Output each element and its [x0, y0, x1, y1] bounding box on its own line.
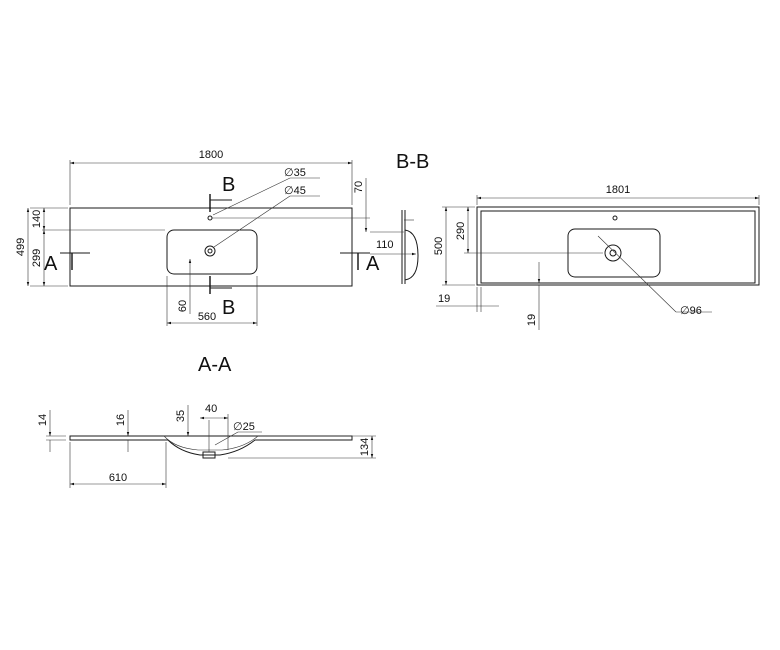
dim-14: 14 — [37, 414, 49, 426]
dim-560: 560 — [198, 311, 216, 323]
drain-circle — [204, 245, 216, 257]
section-b-bottom-label: B — [222, 297, 235, 319]
tap-hole — [207, 215, 213, 221]
aa-view: A-A 14 16 35 40 ∅25 610 1 — [37, 354, 376, 488]
section-a-right-label: A — [366, 253, 380, 275]
aa-profile-outline — [69, 435, 353, 456]
dim-134: 134 — [359, 438, 371, 456]
dim-500: 500 — [433, 237, 445, 255]
dim-19-horizontal: 19 — [438, 293, 450, 305]
side-profile-outline — [401, 210, 419, 284]
dim-140: 140 — [31, 210, 43, 228]
side-profile: 110 — [370, 210, 419, 284]
dim-1800: 1800 — [199, 149, 223, 161]
bb-inner — [480, 210, 756, 284]
dim-70: 70 — [353, 181, 365, 193]
bb-view: B-B 1801 500 290 19 19 ∅96 — [396, 151, 760, 330]
dim-610: 610 — [109, 472, 127, 484]
dim-19-vertical: 19 — [526, 314, 538, 326]
dim-40: 40 — [205, 403, 217, 415]
bb-title: B-B — [396, 151, 429, 173]
drain-inner — [207, 248, 213, 254]
section-a-left-label: A — [44, 253, 58, 275]
dim-dia-35: ∅35 — [284, 167, 306, 179]
dim-499: 499 — [15, 238, 27, 256]
basin-outline — [166, 229, 258, 275]
dim-299: 299 — [31, 249, 43, 267]
dim-16: 16 — [115, 414, 127, 426]
section-b-top-label: B — [222, 174, 235, 196]
dim-dia-45: ∅45 — [284, 185, 306, 197]
dim-dia-25: ∅25 — [233, 421, 255, 433]
dim-dia-96: ∅96 — [680, 305, 702, 317]
bb-outer — [476, 206, 760, 286]
dim-110: 110 — [376, 239, 394, 251]
top-view: 1800 499 140 299 A A B B ∅35 ∅45 — [15, 149, 380, 326]
top-view-outline — [69, 207, 353, 287]
bb-drain — [604, 244, 622, 262]
dim-1801: 1801 — [606, 184, 630, 196]
dim-60: 60 — [177, 300, 189, 312]
dim-290: 290 — [455, 222, 467, 240]
aa-title: A-A — [198, 354, 232, 376]
dim-35: 35 — [175, 410, 187, 422]
